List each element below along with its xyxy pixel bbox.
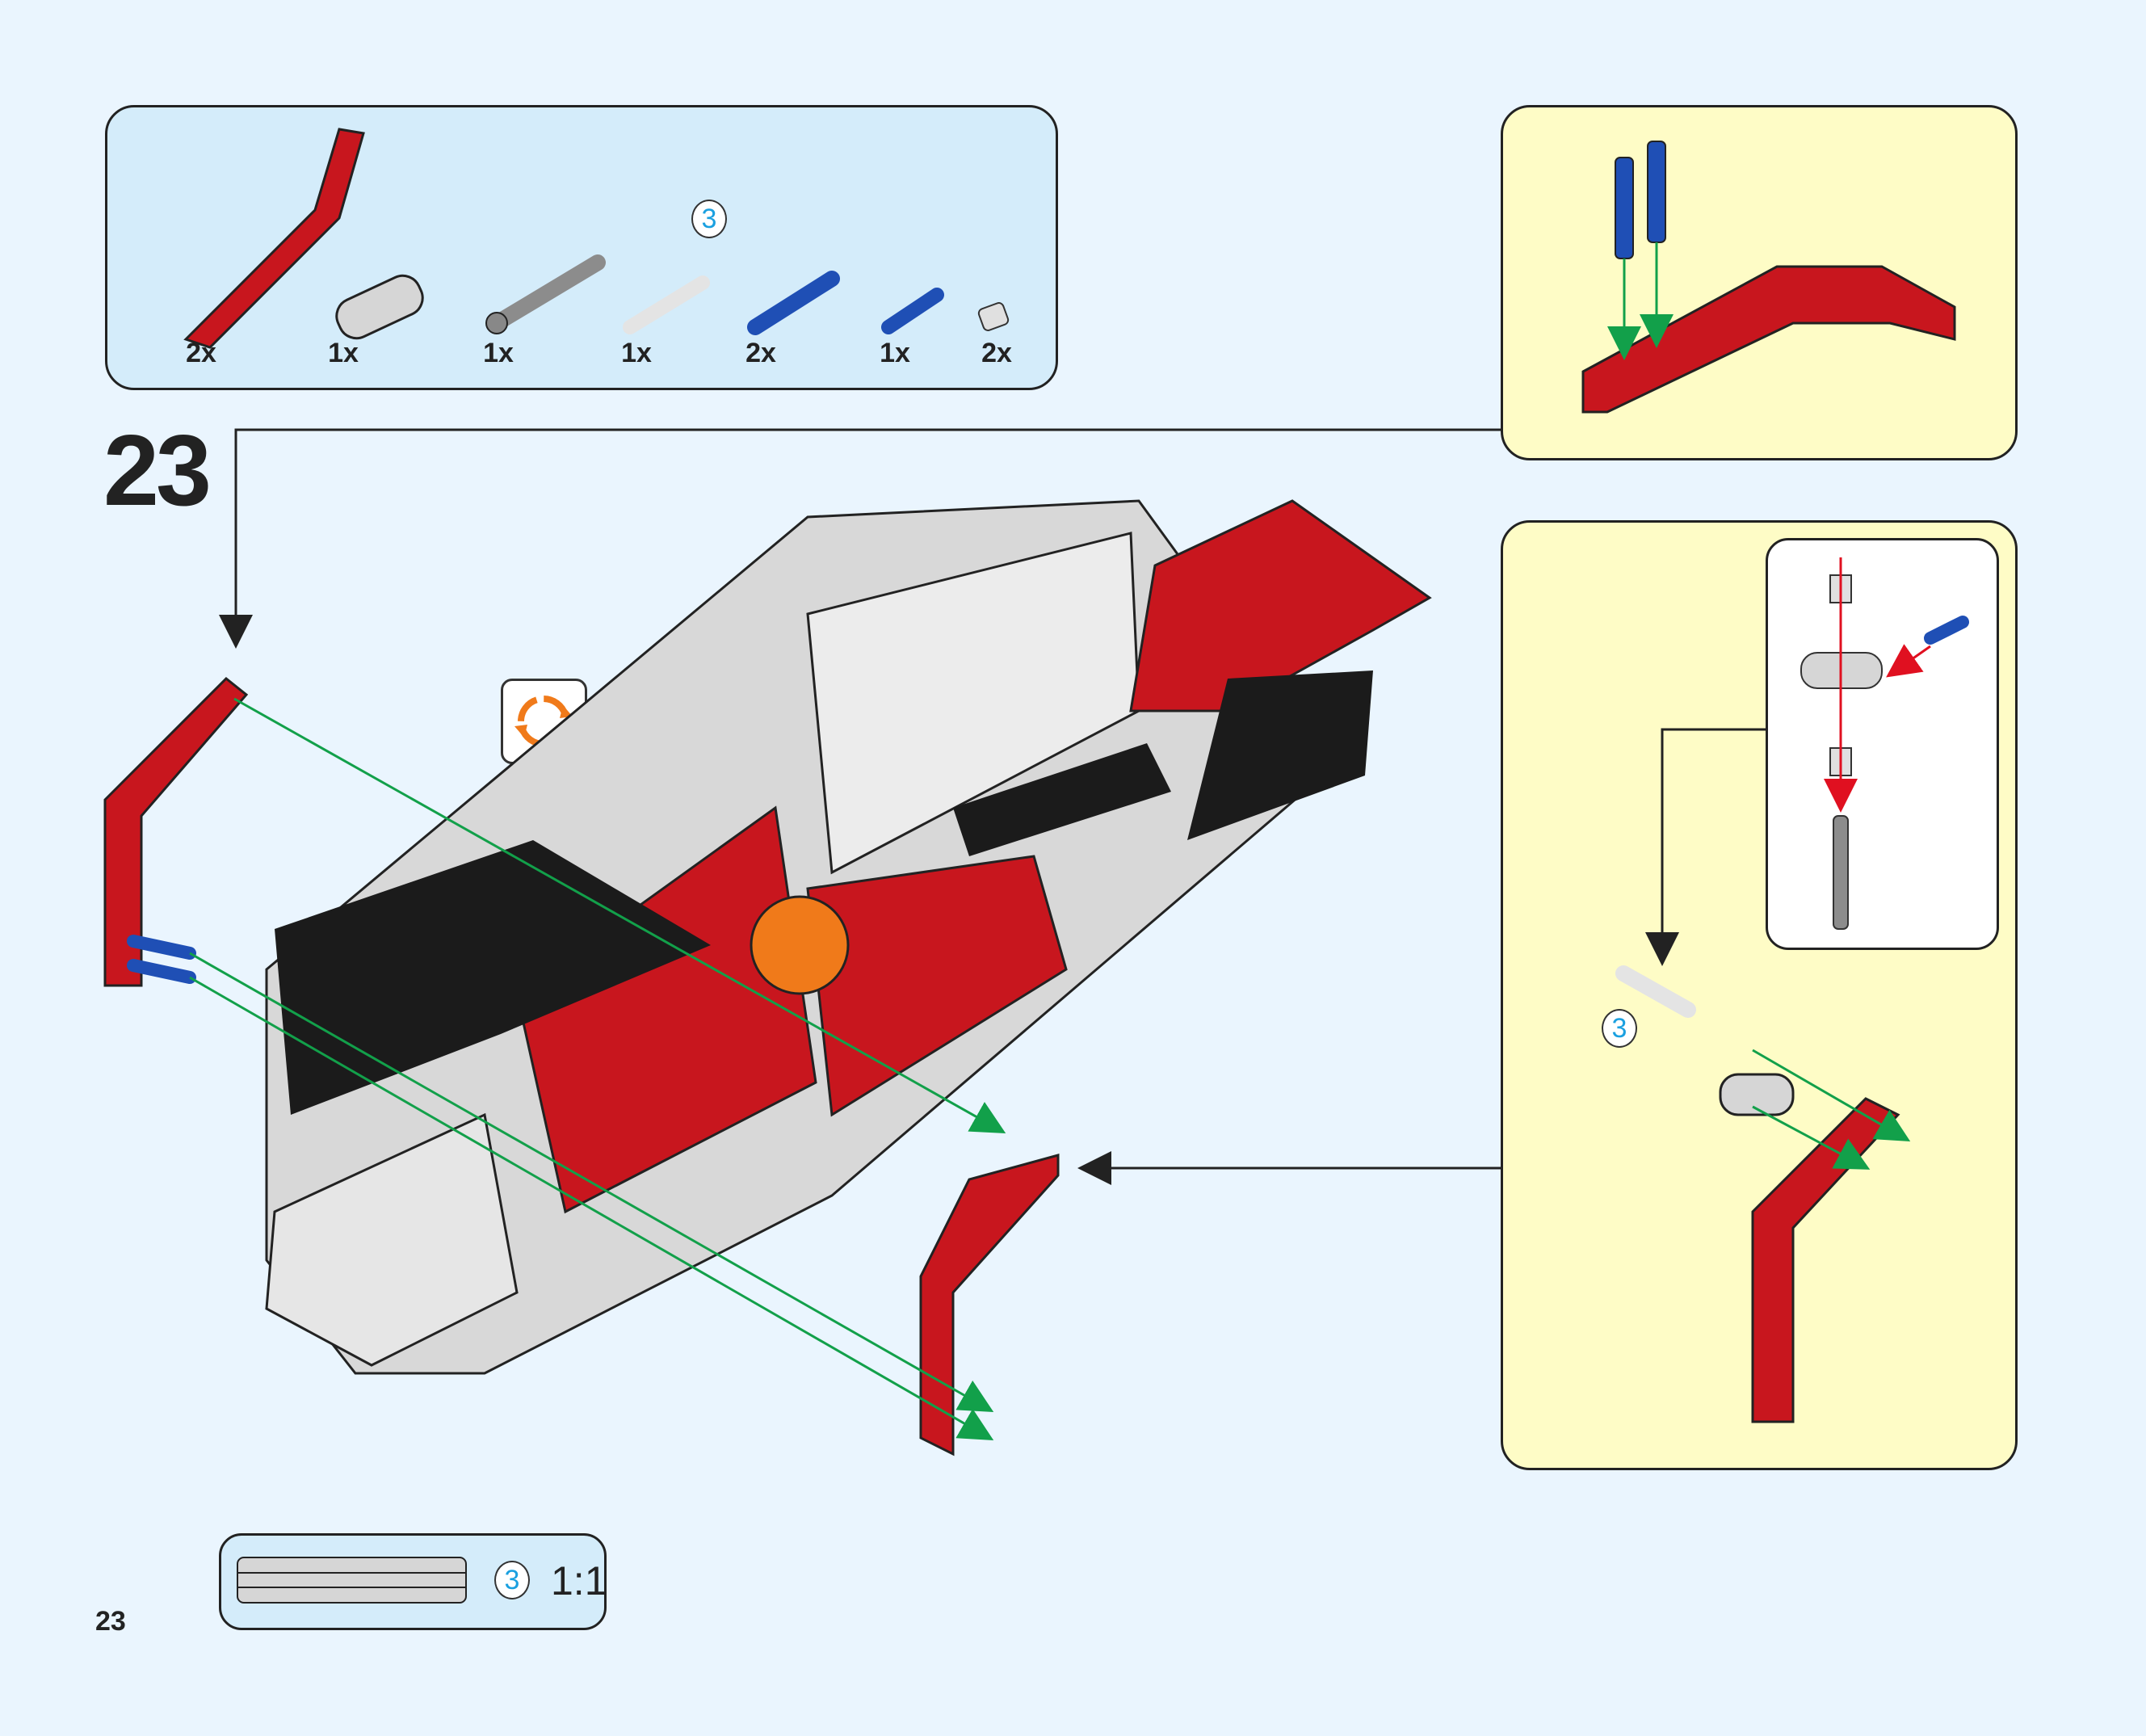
- qty-blue-long-pin: 2x: [745, 338, 776, 368]
- step-number: 23: [103, 415, 212, 527]
- light-gray-axle-part: [623, 275, 710, 334]
- gray-connector-part: [335, 274, 424, 340]
- main-model: [103, 499, 1432, 1456]
- axle-length-badge: 3: [691, 200, 727, 238]
- scale-label: 1:1: [551, 1558, 607, 1604]
- blue-long-pin-part: [747, 271, 840, 335]
- subassembly-2-model: [1615, 557, 1969, 1423]
- inset-line: [1645, 728, 1766, 966]
- qty-gray-connector: 1x: [328, 338, 359, 368]
- subassembly-axle-badge: 3: [1602, 1009, 1637, 1048]
- subassembly-1-model: [1581, 141, 1956, 414]
- scale-length-badge: 3: [494, 1561, 530, 1599]
- blue-short-pin-part: [881, 288, 944, 334]
- qty-bent-red-beam: 2x: [186, 338, 216, 368]
- parts-list-panel: [105, 105, 1058, 390]
- bent-red-beam-part: [183, 128, 365, 349]
- axle-scale-reference: [219, 1533, 607, 1630]
- qty-axle-pin: 1x: [483, 338, 514, 368]
- dark-gray-axle-pin-part: [485, 254, 606, 334]
- green-guide-arrows: [189, 697, 1006, 1440]
- page-number: 23: [95, 1606, 126, 1637]
- callout-line-1: [219, 428, 1501, 649]
- qty-blue-short-pin: 1x: [880, 338, 910, 368]
- qty-gray-bush: 2x: [981, 338, 1012, 368]
- gray-bush-part: [977, 302, 1010, 331]
- qty-axle: 1x: [621, 338, 652, 368]
- subassembly-inset: [1766, 538, 1999, 950]
